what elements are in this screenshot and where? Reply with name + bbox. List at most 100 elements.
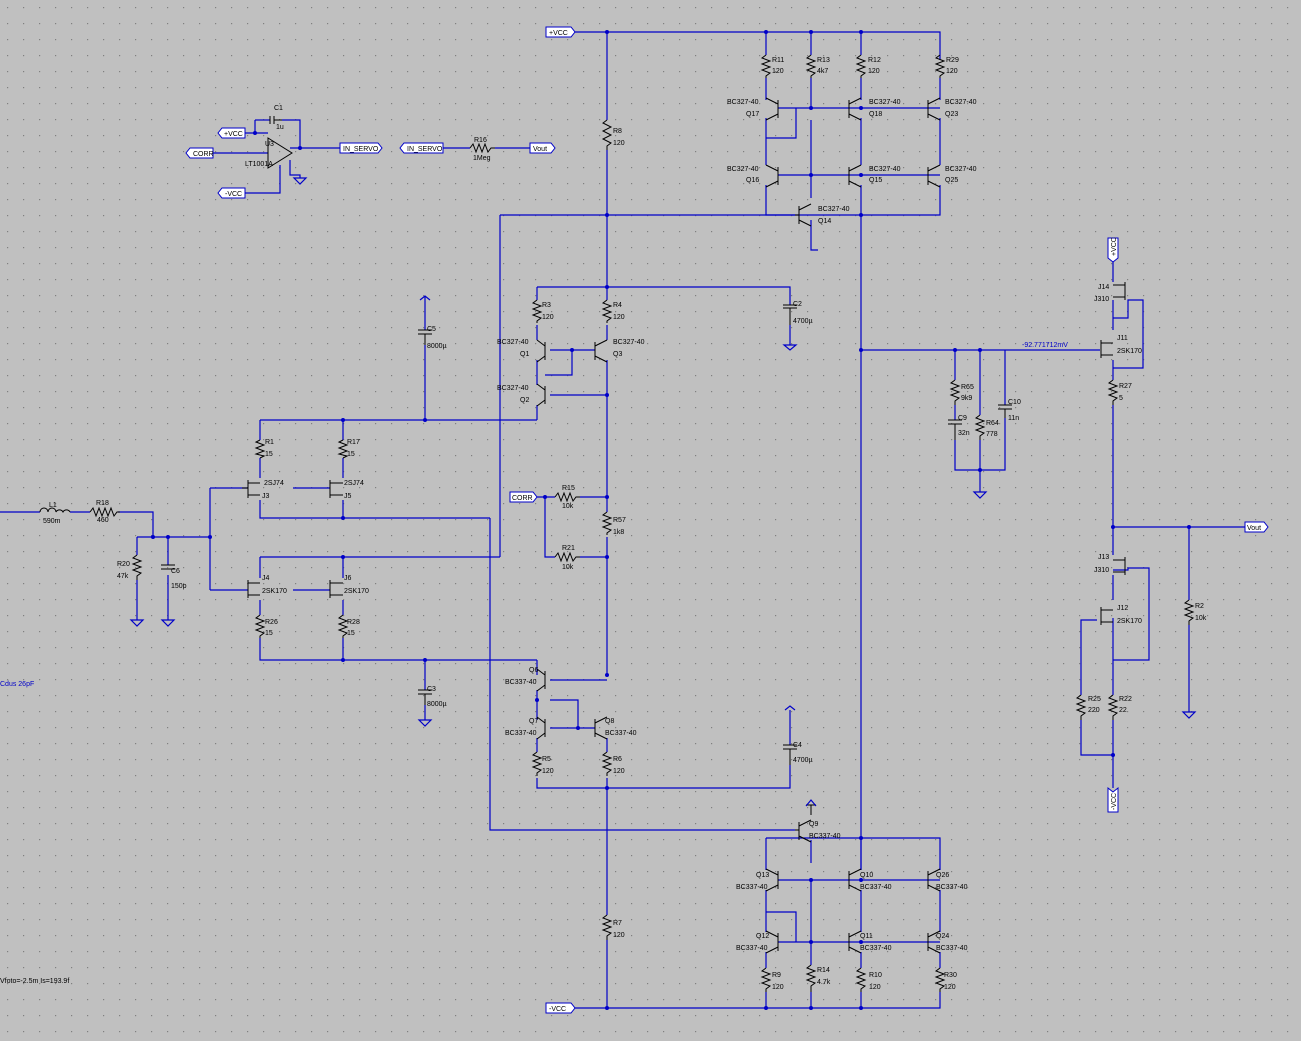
q23-transistor: [927, 97, 941, 121]
c1-name: C1: [274, 105, 283, 112]
q26-transistor: [927, 868, 941, 892]
r16-name: R16: [474, 137, 487, 144]
j11-name: J11: [1117, 335, 1128, 342]
r21-name: R21: [562, 545, 575, 552]
l1-name: L1: [49, 502, 57, 509]
r65-resistor: [949, 379, 961, 405]
j4-name: J4: [262, 575, 270, 582]
r27-resistor: [1107, 379, 1119, 405]
c2-name: C2: [793, 301, 802, 308]
r21-value: 10k: [562, 564, 574, 571]
flag-corr-main[interactable]: CORR: [509, 491, 538, 503]
q6-transistor: [536, 668, 546, 692]
flag-vcc-bottom[interactable]: -VCC: [545, 1002, 576, 1014]
svg-text:-VCC: -VCC: [225, 191, 242, 198]
q15-name: Q15: [869, 177, 882, 184]
q13-name: Q13: [756, 872, 769, 879]
q2-name: Q2: [520, 397, 529, 404]
q17-type: BC327-40: [727, 99, 759, 106]
flag-vcc-right-top[interactable]: +VCC: [1107, 237, 1119, 263]
r11-name: R11: [772, 57, 784, 64]
q13-type: BC337-40: [736, 884, 768, 891]
c6-name: C6: [171, 568, 180, 575]
q10-name: Q10: [860, 872, 873, 879]
flag-vcc-servo-neg[interactable]: -VCC: [217, 187, 246, 199]
r10-name: R10: [869, 972, 882, 979]
flag-vout-main[interactable]: Vout: [1244, 521, 1269, 533]
j14-name: J14: [1098, 284, 1109, 291]
r16-value: 1Meg: [473, 155, 491, 162]
flag-vcc-servo-pos[interactable]: +VCC: [217, 127, 246, 139]
r9-value: 120: [772, 984, 784, 991]
q26-type: BC337-40: [936, 884, 968, 891]
c6-value: 150p: [171, 583, 187, 590]
r8-value: 120: [613, 140, 625, 147]
r7-name: R7: [613, 920, 622, 927]
flag-corr-servo[interactable]: CORR: [185, 147, 214, 159]
c2-capacitor: [783, 304, 797, 325]
r9-resistor: [760, 967, 772, 992]
q15-type: BC327-40: [869, 166, 901, 173]
r15-name: R15: [562, 485, 575, 492]
u3-value: LT1001A: [245, 161, 273, 168]
r22-value: 22: [1119, 707, 1127, 714]
j5-name: J5: [344, 493, 352, 500]
flag-vcc-right-bottom[interactable]: -VCC: [1107, 786, 1119, 813]
svg-text:+VCC: +VCC: [549, 30, 568, 37]
j3-jfet: [242, 480, 260, 498]
q18-transistor: [848, 97, 862, 121]
r3-resistor: [531, 299, 543, 323]
spice-directive-2: Vfoto=-2.5m Is=193.9f: [0, 978, 69, 985]
gnd-u3: [292, 177, 308, 185]
r18-name: R18: [96, 500, 109, 507]
l1-value: 590m: [43, 518, 61, 525]
flag-vout-servo[interactable]: Vout: [529, 142, 556, 154]
r16-resistor: [469, 142, 495, 154]
c6-capacitor: [161, 564, 175, 570]
c3-value: 8000µ: [427, 701, 447, 708]
r8-name: R8: [613, 128, 622, 135]
r14-name: R14: [817, 967, 830, 974]
c4-name: C4: [793, 742, 802, 749]
j14-jfet: [1113, 282, 1126, 300]
r30-value: 120: [944, 984, 956, 991]
r8-resistor: [601, 119, 613, 150]
flag-vcc-top[interactable]: +VCC: [545, 26, 576, 38]
q14-transistor: [795, 203, 812, 227]
svg-text:Vout: Vout: [1247, 525, 1261, 532]
r26-name: R26: [265, 619, 278, 626]
r4-name: R4: [613, 302, 622, 309]
q8-name: Q8: [605, 718, 614, 725]
gnd-c2: [782, 344, 798, 351]
q25-name: Q25: [945, 177, 958, 184]
r15-resistor: [554, 491, 580, 503]
j6-name: J6: [344, 575, 352, 582]
r3-value: 120: [542, 314, 554, 321]
q14-type: BC327-40: [818, 206, 850, 213]
wires: [0, 31, 1245, 1009]
j4-type: 2SK170: [262, 588, 287, 595]
c5-name: C5: [427, 326, 436, 333]
q8-transistor: [594, 716, 608, 740]
q11-type: BC337-40: [860, 945, 892, 952]
r4-value: 120: [613, 314, 625, 321]
gnd-c6: [160, 619, 176, 627]
r14-resistor: [805, 964, 817, 992]
r20-value: 47k: [117, 573, 129, 580]
j14-type: J310: [1094, 296, 1109, 303]
flag-in-servo-out[interactable]: IN_SERVO: [339, 142, 383, 154]
gnd-r20: [129, 619, 145, 627]
q1-type: BC327-40: [497, 339, 529, 346]
j11-jfet: [1100, 340, 1113, 358]
r5-resistor: [531, 751, 543, 776]
j12-type: 2SK170: [1117, 618, 1142, 625]
r2-name: R2: [1195, 603, 1204, 610]
flag-in-servo-in[interactable]: IN_SERVO: [399, 142, 444, 154]
j13-jfet: [1113, 557, 1126, 575]
r7-value: 120: [613, 932, 625, 939]
gnd-c4-top: [784, 705, 796, 711]
q6-type: BC337-40: [505, 679, 537, 686]
j13-type: J310: [1094, 567, 1109, 574]
